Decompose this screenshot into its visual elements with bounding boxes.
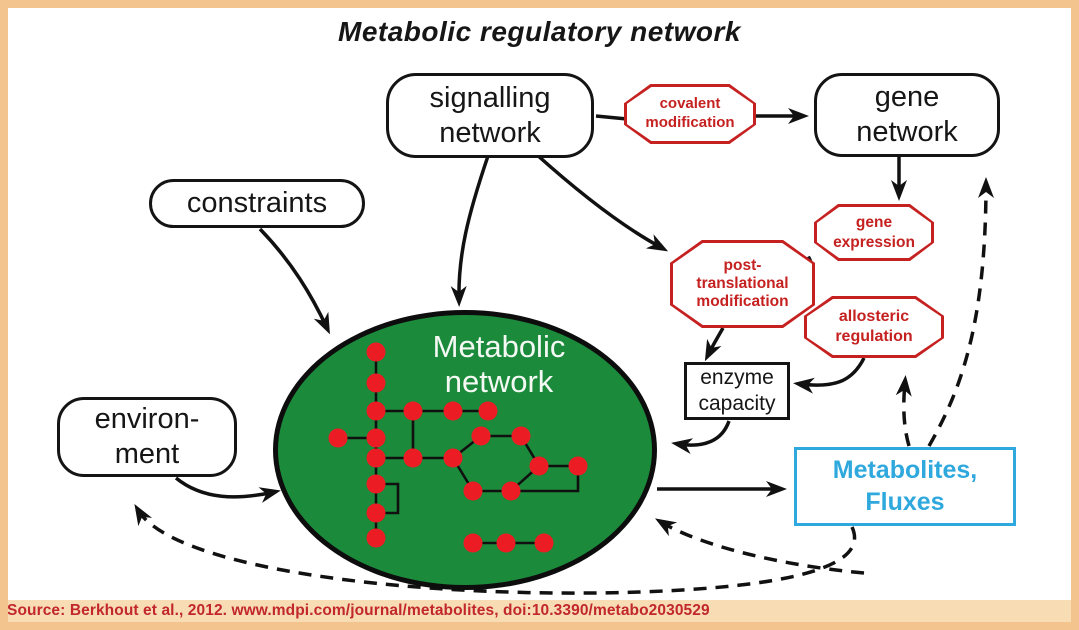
diagram-title: Metabolic regulatory network bbox=[338, 16, 741, 47]
metabolic-dots-svg bbox=[328, 342, 588, 553]
node-metabolites-fluxes-label: Metabolites, Fluxes bbox=[832, 456, 978, 516]
node-metabolites-fluxes: Metabolites, Fluxes bbox=[794, 447, 1016, 526]
node-enzyme-capacity-label: enzyme capacity bbox=[698, 365, 776, 415]
node-post-translational-modification: post- translational modification bbox=[670, 240, 815, 328]
node-gene-expression-label: gene expression bbox=[833, 214, 915, 251]
node-allosteric-regulation-label: allosteric regulation bbox=[835, 308, 913, 345]
node-environment-label: environ- ment bbox=[94, 403, 200, 470]
edge-metabolites-gene-network-dashed bbox=[927, 177, 994, 447]
node-metabolic-network-label: Metabolic network bbox=[432, 329, 566, 400]
octagon-shape-inner bbox=[816, 206, 932, 259]
edge-metabolites-allosteric-dashed bbox=[895, 375, 912, 447]
node-covalent-modification-label: covalent modification bbox=[645, 95, 735, 131]
edge-allosteric-enzyme bbox=[793, 357, 866, 394]
edge-signalling-posttranslational bbox=[534, 152, 669, 252]
node-constraints: constraints bbox=[149, 179, 365, 228]
node-signalling-network: signalling network bbox=[386, 73, 594, 158]
footer-strip: Source: Berkhout et al., 2012. www.mdpi.… bbox=[0, 600, 1079, 630]
node-gene-network: gene network bbox=[814, 73, 1000, 157]
octagon-shape-inner bbox=[672, 242, 813, 326]
node-gene-expression: gene expression bbox=[814, 204, 934, 261]
node-environment: environ- ment bbox=[57, 397, 237, 477]
edge-posttranslational-enzyme bbox=[704, 327, 725, 362]
edge-metabolites-metabolic-dashed bbox=[654, 518, 865, 575]
edge-constraints-metabolic bbox=[258, 227, 330, 335]
edge-signalling-metabolic bbox=[450, 155, 490, 307]
edge-signalling-covalent bbox=[595, 114, 628, 121]
node-post-translational-modification-label: post- translational modification bbox=[696, 257, 789, 310]
edge-metabolites-environment-dashed bbox=[134, 503, 857, 595]
node-gene-network-label: gene network bbox=[856, 81, 958, 148]
node-enzyme-capacity: enzyme capacity bbox=[684, 362, 790, 420]
source-citation: Source: Berkhout et al., 2012. www.mdpi.… bbox=[7, 602, 710, 619]
node-constraints-label: constraints bbox=[186, 187, 328, 220]
octagon-shape-inner bbox=[626, 86, 754, 142]
node-allosteric-regulation: allosteric regulation bbox=[804, 296, 944, 358]
octagon-shape-inner bbox=[806, 298, 942, 356]
node-signalling-network-label: signalling network bbox=[429, 81, 551, 149]
node-covalent-modification: covalent modification bbox=[624, 84, 756, 144]
edge-enzyme-metabolic bbox=[671, 420, 731, 455]
node-metabolic-network: Metabolic network bbox=[273, 310, 657, 590]
edge-environment-metabolic bbox=[174, 476, 281, 503]
